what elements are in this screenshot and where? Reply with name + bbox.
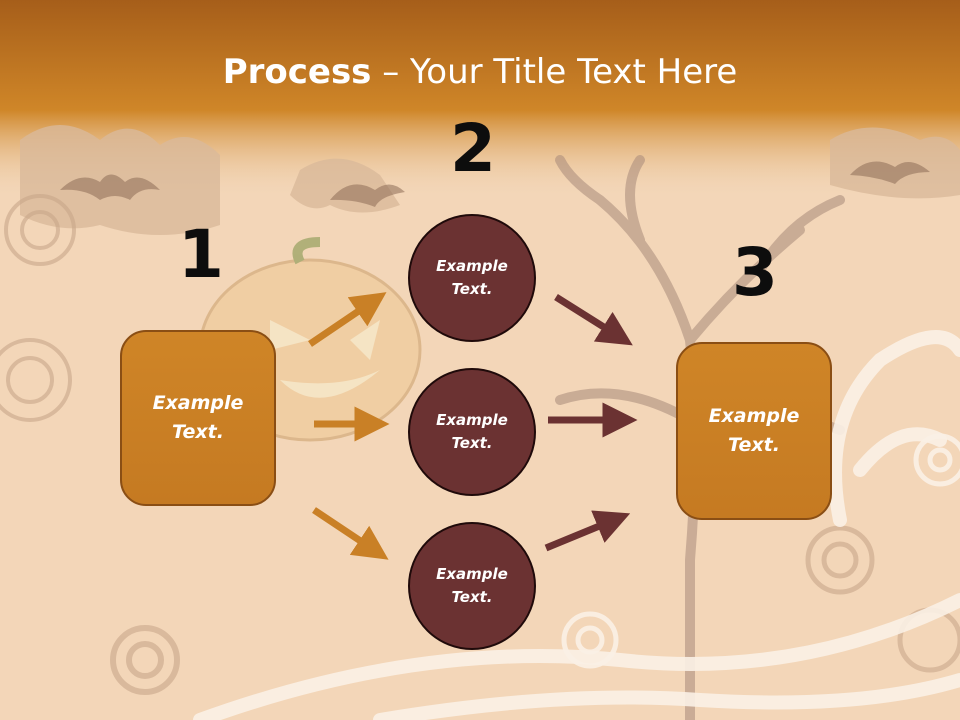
title-bold: Process bbox=[222, 52, 372, 92]
arrow-box1-to-circle-top bbox=[308, 292, 387, 347]
slide-title: Process – Your Title Text Here bbox=[0, 52, 960, 92]
step-2-circle-top: Example Text. bbox=[408, 214, 536, 342]
arrow-circle-bottom-to-box3 bbox=[544, 510, 631, 552]
step-1-box-text: Example Text. bbox=[152, 392, 244, 443]
arrow-box1-to-circle-bottom bbox=[312, 507, 389, 560]
step-number-3: 3 bbox=[732, 234, 778, 311]
circle-top-text: Example Text. bbox=[436, 257, 508, 298]
step-2-circle-middle: Example Text. bbox=[408, 368, 536, 496]
arrow-circle-top-to-box3 bbox=[554, 294, 633, 346]
step-3-box-text: Example Text. bbox=[708, 405, 800, 456]
title-rest: – Your Title Text Here bbox=[371, 52, 738, 92]
step-number-1: 1 bbox=[178, 216, 224, 293]
step-1-box: Example Text. bbox=[120, 330, 276, 506]
step-number-2: 2 bbox=[450, 110, 496, 187]
step-2-circle-bottom: Example Text. bbox=[408, 522, 536, 650]
circle-middle-text: Example Text. bbox=[436, 411, 508, 452]
step-3-box: Example Text. bbox=[676, 342, 832, 520]
circle-bottom-text: Example Text. bbox=[436, 565, 508, 606]
